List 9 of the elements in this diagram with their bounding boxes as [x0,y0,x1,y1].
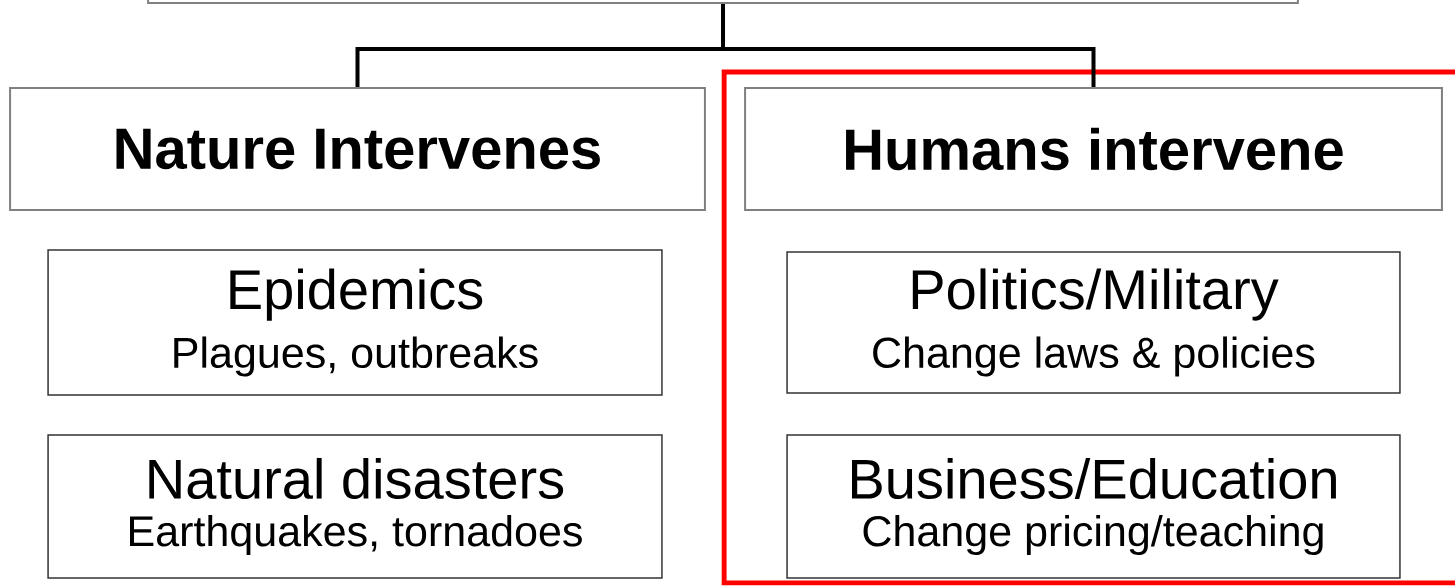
heading-box: Nature Intervenes [9,87,706,211]
category-box: Business/Education Change pricing/teaching [786,434,1401,579]
top-box [147,0,1299,4]
category-box: Epidemics Plagues, outbreaks [47,249,663,396]
highlight-frame [721,69,1455,586]
category-box: Politics/Military Change laws & policies [786,251,1401,394]
category-box: Natural disasters Earthquakes, tornadoes [47,434,663,579]
connector [721,4,1096,87]
heading-box: Humans intervene [744,87,1443,211]
